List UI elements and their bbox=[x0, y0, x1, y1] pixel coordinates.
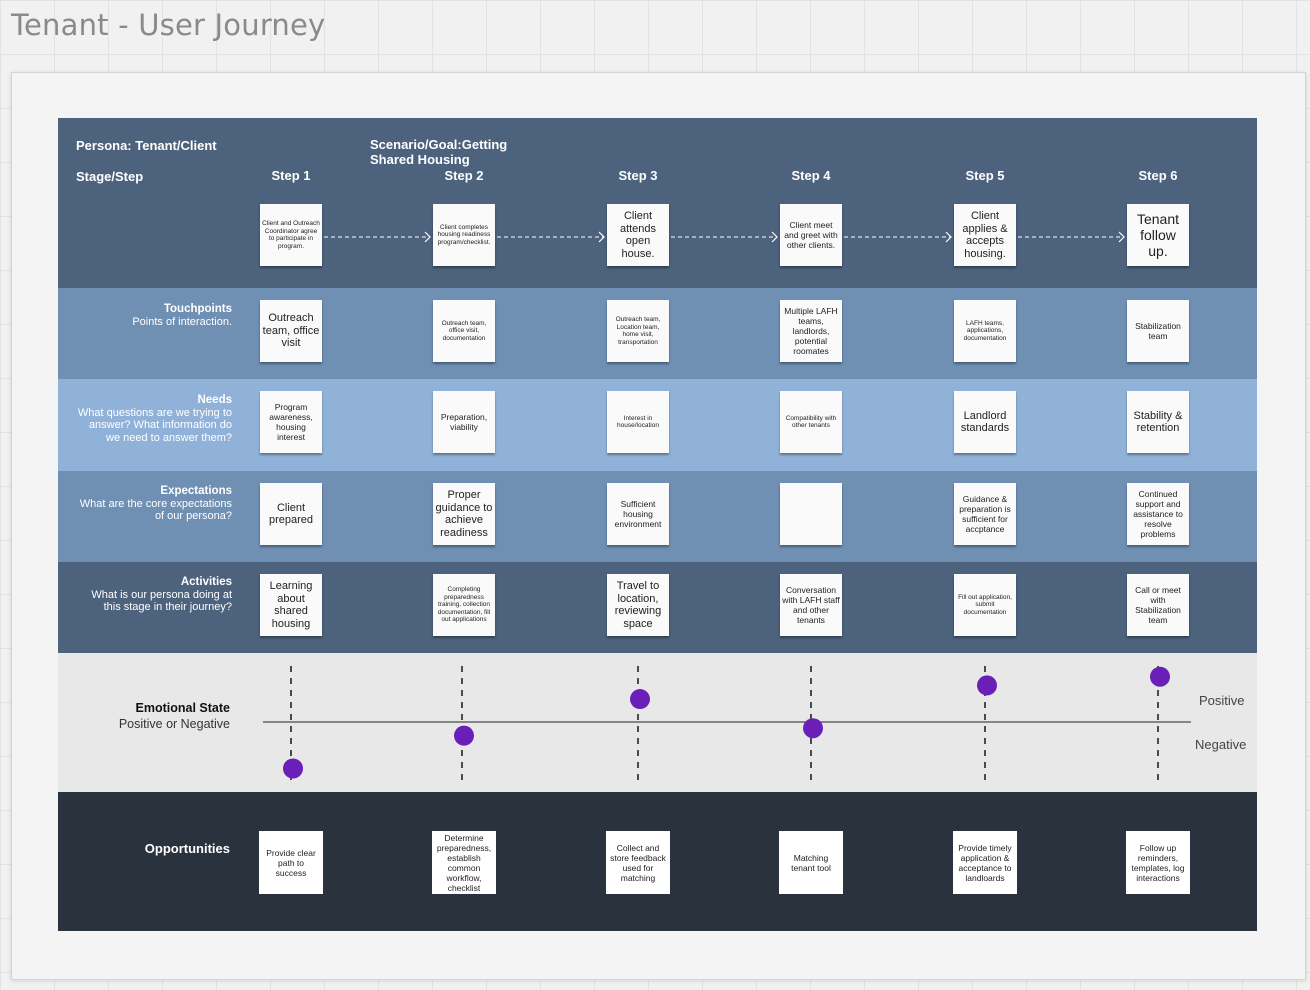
step-label: Step 5 bbox=[965, 168, 1005, 183]
scenario-label: Scenario/Goal:Getting Shared Housing bbox=[370, 137, 508, 167]
needs-note[interactable]: Program awareness, housing interest bbox=[260, 391, 322, 453]
emotional-state-title: Emotional State bbox=[135, 701, 230, 715]
positive-label: Positive bbox=[1199, 693, 1245, 708]
arrow-head-icon bbox=[598, 231, 605, 243]
expectations-note[interactable]: Proper guidance to achieve readiness bbox=[433, 483, 495, 545]
emotional-state-label: Emotional State Positive or Negative bbox=[58, 701, 230, 733]
touchpoints-note[interactable]: Outreach team, Location team, home visit… bbox=[607, 300, 669, 362]
emotion-point[interactable] bbox=[630, 689, 650, 710]
touchpoints-note[interactable]: Multiple LAFH teams, landlords, potentia… bbox=[780, 300, 842, 362]
activities-subtitle: What is our persona doing at this stage … bbox=[91, 588, 232, 614]
touchpoints-note[interactable]: LAFH teams, applications, documentation bbox=[954, 300, 1016, 362]
persona-label: Persona: Tenant/Client bbox=[76, 138, 217, 153]
needs-subtitle: What questions are we trying to answer? … bbox=[77, 406, 232, 444]
activities-note[interactable]: Learning about shared housing bbox=[260, 574, 322, 636]
step-arrows bbox=[324, 231, 1125, 243]
expectations-note[interactable]: Guidance & preparation is sufficient for… bbox=[954, 483, 1016, 545]
arrow-head-icon bbox=[771, 231, 778, 243]
opportunity-note[interactable]: Follow up reminders, templates, log inte… bbox=[1126, 831, 1190, 894]
emotion-point[interactable] bbox=[803, 718, 823, 739]
touchpoints-note[interactable]: Outreach team, office visit bbox=[260, 300, 322, 362]
emotion-point[interactable] bbox=[977, 675, 997, 696]
touchpoints-title: Touchpoints bbox=[163, 303, 232, 315]
expectations-note[interactable]: Client prepared bbox=[260, 483, 322, 545]
activities-title: Activities bbox=[180, 576, 232, 588]
activities-row-label: Activities What is our persona doing at … bbox=[72, 576, 232, 614]
arrow-head-icon bbox=[424, 231, 431, 243]
step-label: Step 2 bbox=[444, 168, 484, 183]
touchpoints-subtitle: Points of interaction. bbox=[132, 315, 232, 328]
activities-note[interactable]: Travel to location, reviewing space bbox=[607, 574, 669, 636]
expectations-note[interactable]: Sufficient housing environment bbox=[607, 483, 669, 545]
arrow-head-icon bbox=[1118, 231, 1125, 243]
opportunity-note[interactable]: Provide clear path to success bbox=[259, 831, 323, 894]
step-label: Step 1 bbox=[271, 168, 311, 183]
negative-label: Negative bbox=[1195, 737, 1247, 752]
board-title: Tenant - User Journey bbox=[11, 8, 326, 42]
step-note[interactable]: Tenant follow up. bbox=[1127, 204, 1189, 266]
step-note[interactable]: Client applies & accepts housing. bbox=[954, 204, 1016, 266]
activities-note[interactable]: Call or meet with Stabilization team bbox=[1127, 574, 1189, 636]
needs-note[interactable]: Compatibility with other tenants bbox=[780, 391, 842, 453]
journey-map: Persona: Tenant/Client Scenario/Goal:Get… bbox=[58, 118, 1257, 931]
emotion-point[interactable] bbox=[1150, 666, 1170, 687]
stage-step-label: Stage/Step bbox=[76, 169, 144, 184]
opportunity-note[interactable]: Provide timely application & acceptance … bbox=[953, 831, 1017, 894]
expectations-title: Expectations bbox=[160, 485, 232, 497]
needs-note[interactable]: Preparation, viability bbox=[433, 391, 495, 453]
arrow-head-icon bbox=[945, 231, 952, 243]
step-note[interactable]: Client attends open house. bbox=[607, 204, 669, 266]
step-label: Step 3 bbox=[618, 168, 658, 183]
expectations-subtitle: What are the core expectations of our pe… bbox=[79, 497, 232, 523]
needs-note[interactable]: Interest in house/location bbox=[607, 391, 669, 453]
activities-note[interactable]: Completing preparedness training, collec… bbox=[433, 574, 495, 636]
activities-note[interactable]: Fill out application, submit documentati… bbox=[954, 574, 1016, 636]
needs-title: Needs bbox=[197, 394, 232, 406]
needs-note[interactable]: Landlord standards bbox=[954, 391, 1016, 453]
touchpoints-note[interactable]: Stabilization team bbox=[1127, 300, 1189, 362]
step-note[interactable]: Client meet and greet with other clients… bbox=[780, 204, 842, 266]
touchpoints-note[interactable]: Outreach team, office visit, documentati… bbox=[433, 300, 495, 362]
activities-note[interactable]: Conversation with LAFH staff and other t… bbox=[780, 574, 842, 636]
step-label: Step 6 bbox=[1138, 168, 1178, 183]
opportunity-note[interactable]: Matching tenant tool bbox=[779, 831, 843, 894]
opportunity-note[interactable]: Determine preparedness, establish common… bbox=[432, 831, 496, 894]
step-note[interactable]: Client completes housing readiness progr… bbox=[433, 204, 495, 266]
step-label: Step 4 bbox=[791, 168, 831, 183]
expectations-note[interactable] bbox=[780, 483, 842, 545]
emotion-chart bbox=[263, 666, 1191, 786]
emotion-point[interactable] bbox=[283, 758, 303, 779]
needs-row-label: Needs What questions are we trying to an… bbox=[72, 394, 232, 444]
expectations-row-label: Expectations What are the core expectati… bbox=[72, 485, 232, 523]
emotional-state-subtitle: Positive or Negative bbox=[118, 717, 230, 731]
expectations-note[interactable]: Continued support and assistance to reso… bbox=[1127, 483, 1189, 545]
touchpoints-row-label: Touchpoints Points of interaction. bbox=[72, 303, 232, 328]
step-note[interactable]: Client and Outreach Coordinator agree to… bbox=[260, 204, 322, 266]
emotion-point[interactable] bbox=[454, 725, 474, 746]
needs-note[interactable]: Stability & retention bbox=[1127, 391, 1189, 453]
opportunity-note[interactable]: Collect and store feedback used for matc… bbox=[606, 831, 670, 894]
opportunities-title: Opportunities bbox=[144, 841, 230, 856]
